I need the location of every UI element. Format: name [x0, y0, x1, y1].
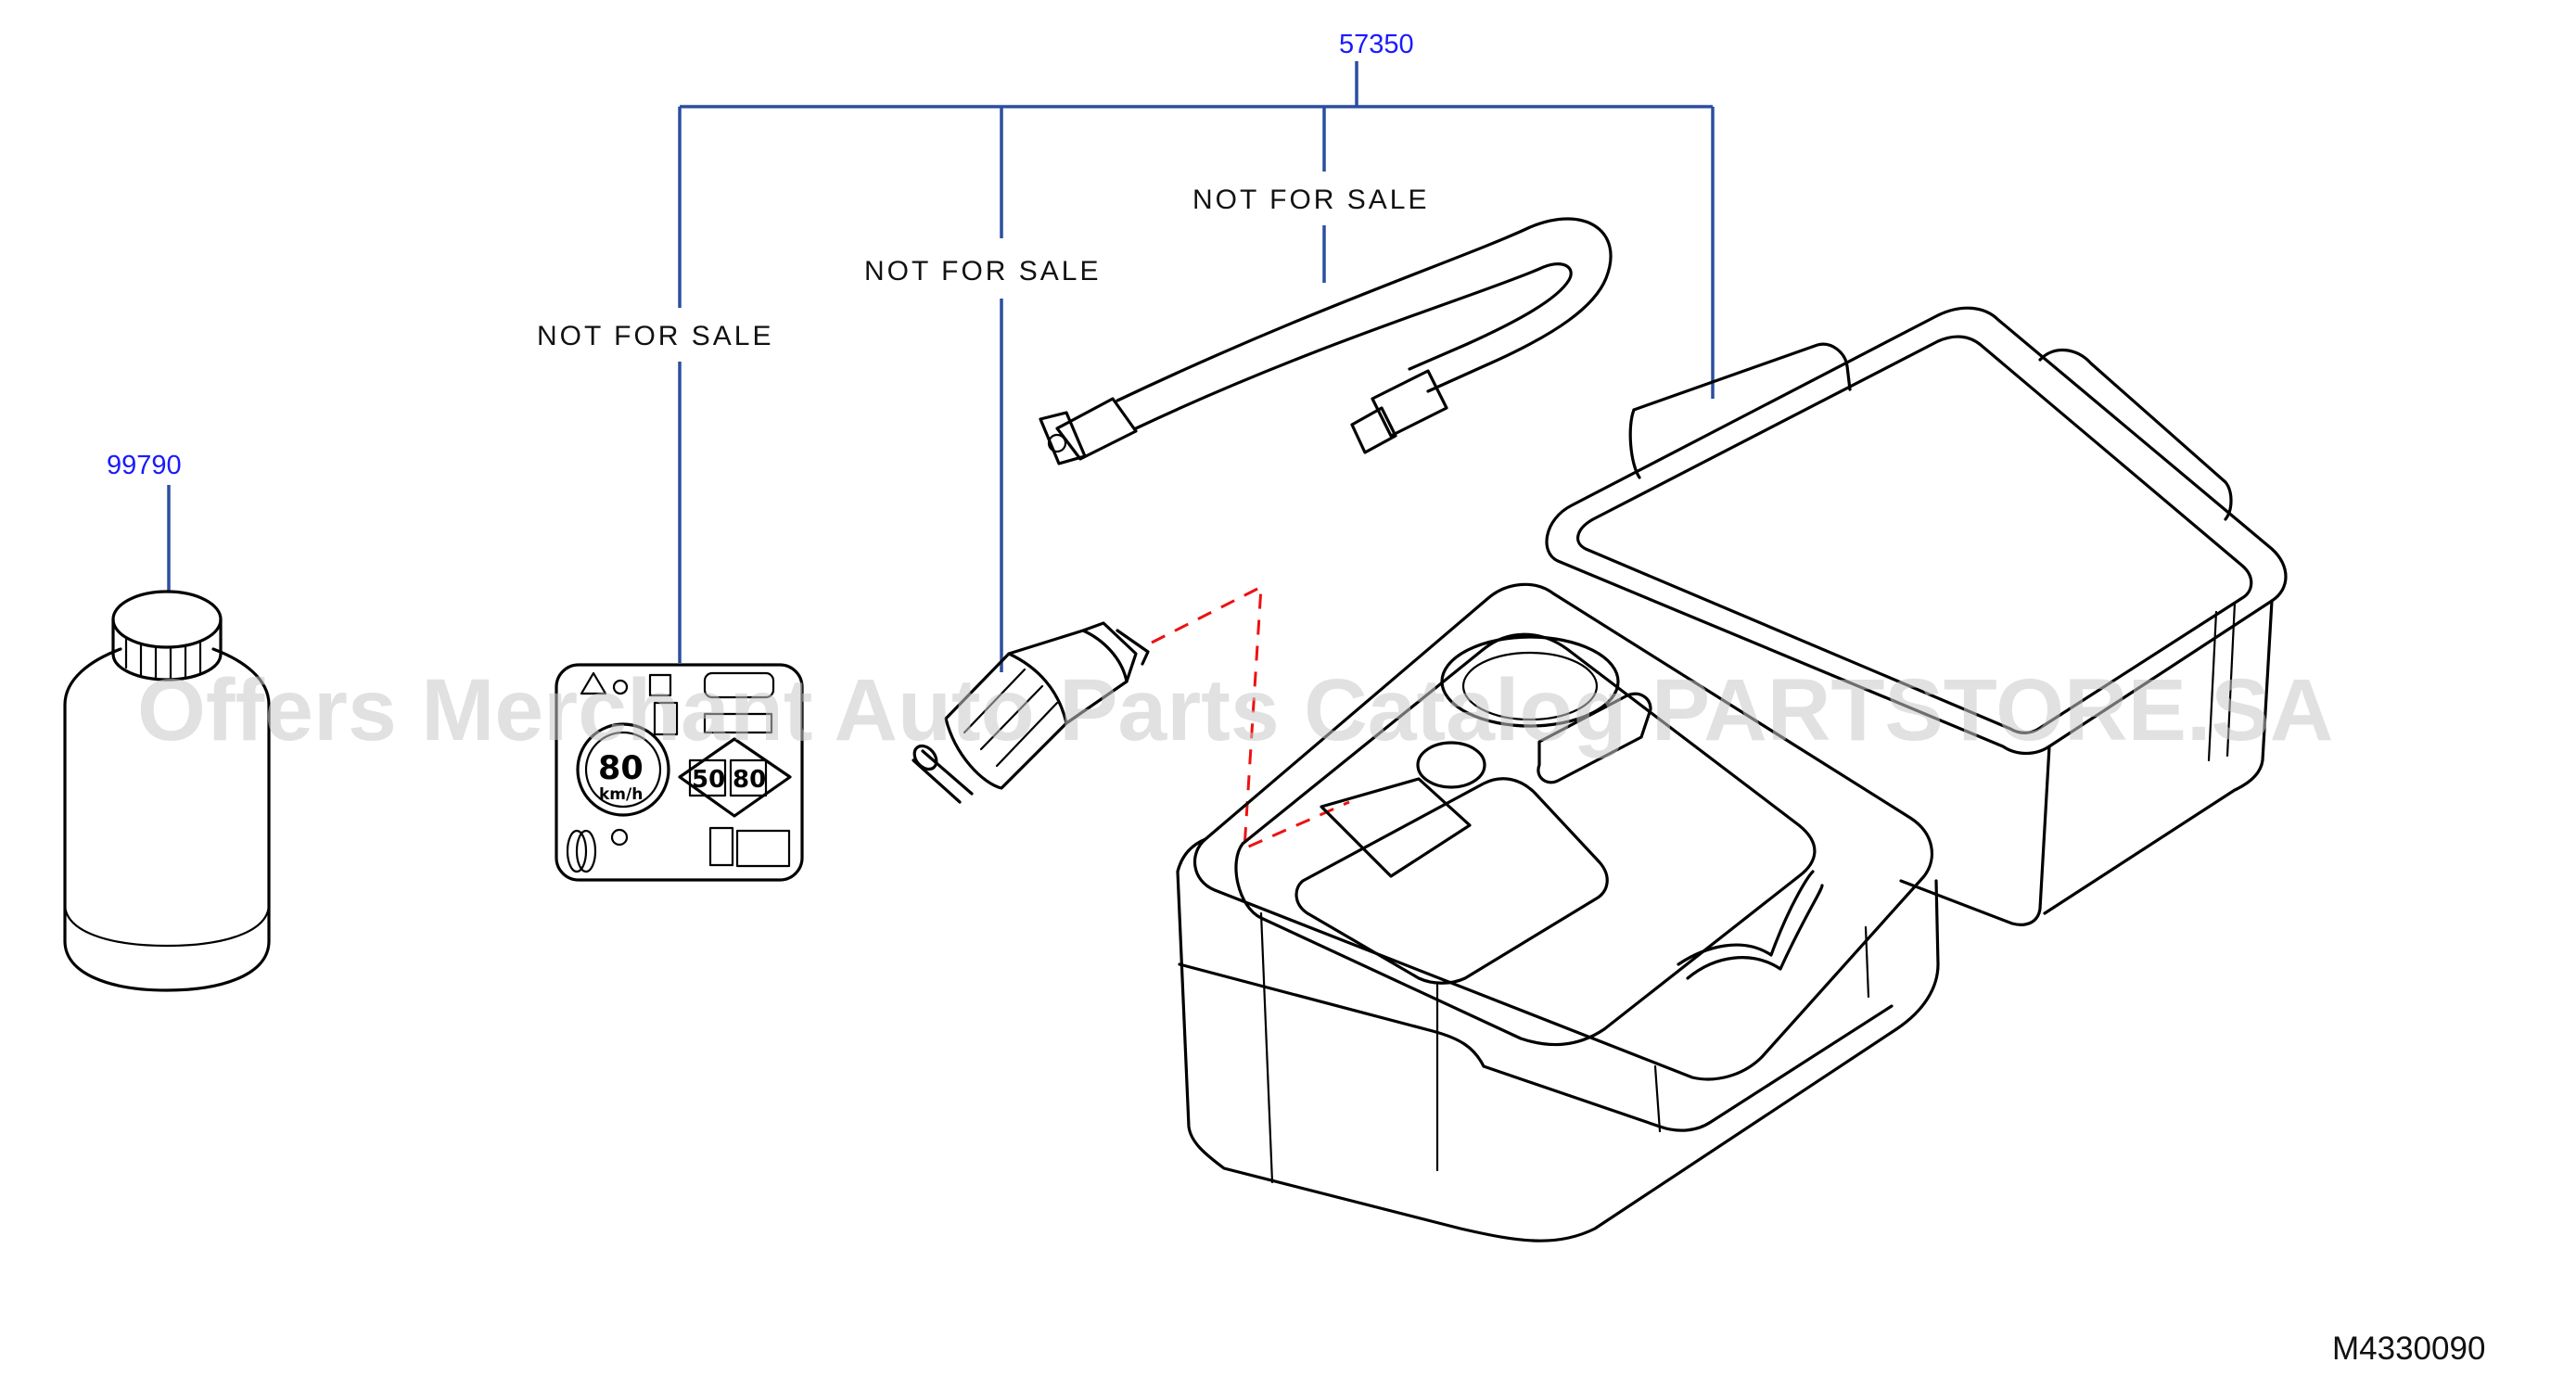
- leader-lines: [167, 61, 1715, 672]
- part-number-57350[interactable]: 57350: [1339, 30, 1414, 59]
- power-plug[interactable]: [910, 621, 1150, 804]
- warning-label-sticker[interactable]: 80 km/h 50 80: [555, 663, 804, 882]
- compressor-case[interactable]: [1176, 306, 2288, 1242]
- sealant-bottle[interactable]: [63, 590, 271, 992]
- diagram-code: M4330090: [2332, 1331, 2485, 1367]
- watermark: Offers Merchant Auto Parts Catalog PARTS…: [137, 661, 2333, 759]
- not-for-sale-air-hose: NOT FOR SALE: [1192, 185, 1430, 215]
- not-for-sale-power-plug: NOT FOR SALE: [864, 256, 1102, 287]
- air-hose[interactable]: [1039, 217, 1613, 465]
- plug-to-case-connector: [1151, 584, 1350, 851]
- sticker-speed-unit: km/h: [599, 785, 643, 804]
- part-number-99790[interactable]: 99790: [107, 451, 182, 480]
- sticker-pressure-right: 80: [733, 766, 766, 794]
- not-for-sale-label-sticker: NOT FOR SALE: [537, 321, 774, 351]
- sticker-pressure-left: 50: [692, 766, 725, 794]
- sticker-speed-value: 80: [598, 750, 644, 787]
